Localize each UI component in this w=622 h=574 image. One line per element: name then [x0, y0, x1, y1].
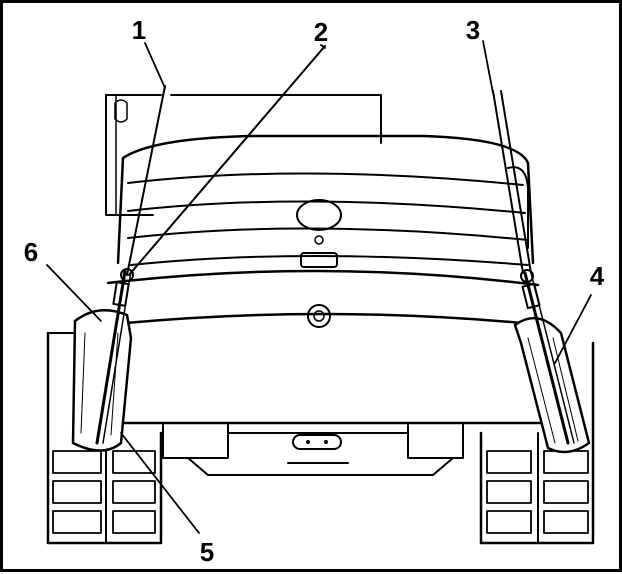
- right-cable-3: [492, 90, 524, 274]
- callout-3: 3: [466, 15, 480, 45]
- hood-oval-cap: [296, 199, 342, 231]
- leader-1: [144, 42, 166, 89]
- undercarriage-frame: [162, 422, 464, 476]
- left-cable-1: [126, 85, 166, 276]
- counterweight-boss: [307, 304, 331, 328]
- leader-6: [46, 264, 102, 322]
- right-track-shoes: [486, 450, 589, 534]
- left-track: [46, 331, 163, 545]
- cab-rear: [105, 94, 382, 216]
- leader-3: [482, 40, 494, 94]
- callout-1: 1: [132, 15, 146, 45]
- leader-lines: [46, 40, 592, 534]
- lifting-cables: [95, 45, 575, 445]
- leader-2: [320, 44, 326, 49]
- leader-5: [120, 432, 200, 534]
- left-turnbuckle: [95, 269, 127, 445]
- hood-latch: [300, 252, 338, 268]
- callout-6: 6: [24, 237, 38, 267]
- leader-4: [554, 294, 592, 364]
- right-turnbuckle: [523, 271, 570, 445]
- tow-hitch: [292, 434, 342, 450]
- counterweight: [103, 269, 545, 425]
- left-cable-2: [128, 45, 326, 276]
- right-track: [479, 341, 595, 545]
- callout-4: 4: [590, 261, 605, 291]
- left-track-shoes: [52, 450, 156, 534]
- left-protective-pad: [71, 308, 133, 452]
- engine-hood: [116, 134, 535, 268]
- callout-2: 2: [314, 17, 328, 47]
- machine-lifting-illustration: 1 2 3 4 5 6: [24, 15, 605, 567]
- callout-5: 5: [200, 537, 214, 567]
